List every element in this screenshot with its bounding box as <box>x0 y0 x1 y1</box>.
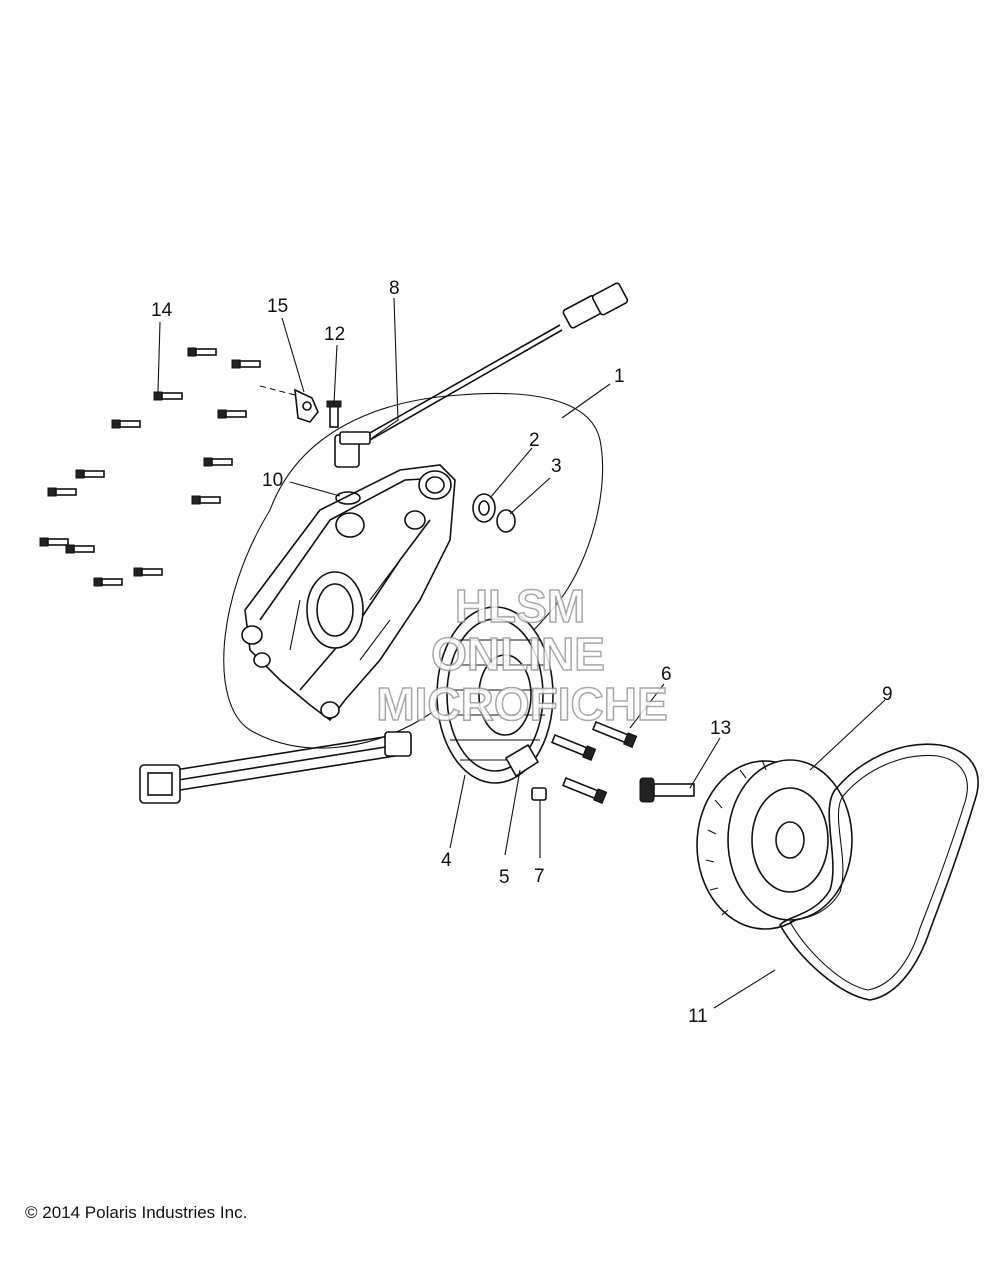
crankcase-cover <box>241 464 456 722</box>
callout-4: 4 <box>441 850 452 871</box>
callout-15: 15 <box>267 296 288 317</box>
stator-bolts <box>550 720 638 805</box>
callout-labels: 1 2 3 4 5 6 7 8 9 10 11 12 13 14 15 <box>151 278 893 1027</box>
callout-8: 8 <box>389 278 400 299</box>
stator <box>139 606 554 804</box>
copyright-notice: © 2014 Polaris Industries Inc. <box>25 1203 248 1222</box>
cover-gasket <box>779 743 979 1001</box>
sensor-screw <box>326 400 342 428</box>
snap-ring <box>496 509 516 533</box>
callout-2: 2 <box>529 430 540 451</box>
plate-screw <box>531 787 547 801</box>
callout-13: 13 <box>710 718 731 739</box>
watermark-line-1: HLSM <box>455 580 585 632</box>
leader-lines <box>157 297 886 1009</box>
callout-6: 6 <box>661 664 672 685</box>
flywheel-bolt <box>639 777 695 803</box>
callout-5: 5 <box>499 867 510 888</box>
callout-14: 14 <box>151 300 173 321</box>
callout-7: 7 <box>534 866 545 887</box>
bearing <box>472 493 496 523</box>
callout-1: 1 <box>614 366 625 387</box>
watermark-line-3: MICROFICHE <box>376 678 667 730</box>
watermark: HLSM ONLINE MICROFICHE <box>376 579 669 731</box>
speed-sensor <box>334 282 629 468</box>
callout-3: 3 <box>551 456 562 477</box>
callout-10: 10 <box>262 470 283 491</box>
callout-12: 12 <box>324 324 345 345</box>
callout-11: 11 <box>688 1006 708 1027</box>
o-ring <box>335 491 361 505</box>
crankcase-cover-outline <box>223 392 604 749</box>
callout-9: 9 <box>882 684 893 705</box>
cover-bolts <box>39 347 261 587</box>
harness-clip <box>259 385 319 423</box>
flywheel <box>696 759 853 930</box>
wire-retainer-plate <box>504 743 540 778</box>
watermark-line-2: ONLINE <box>431 628 605 680</box>
